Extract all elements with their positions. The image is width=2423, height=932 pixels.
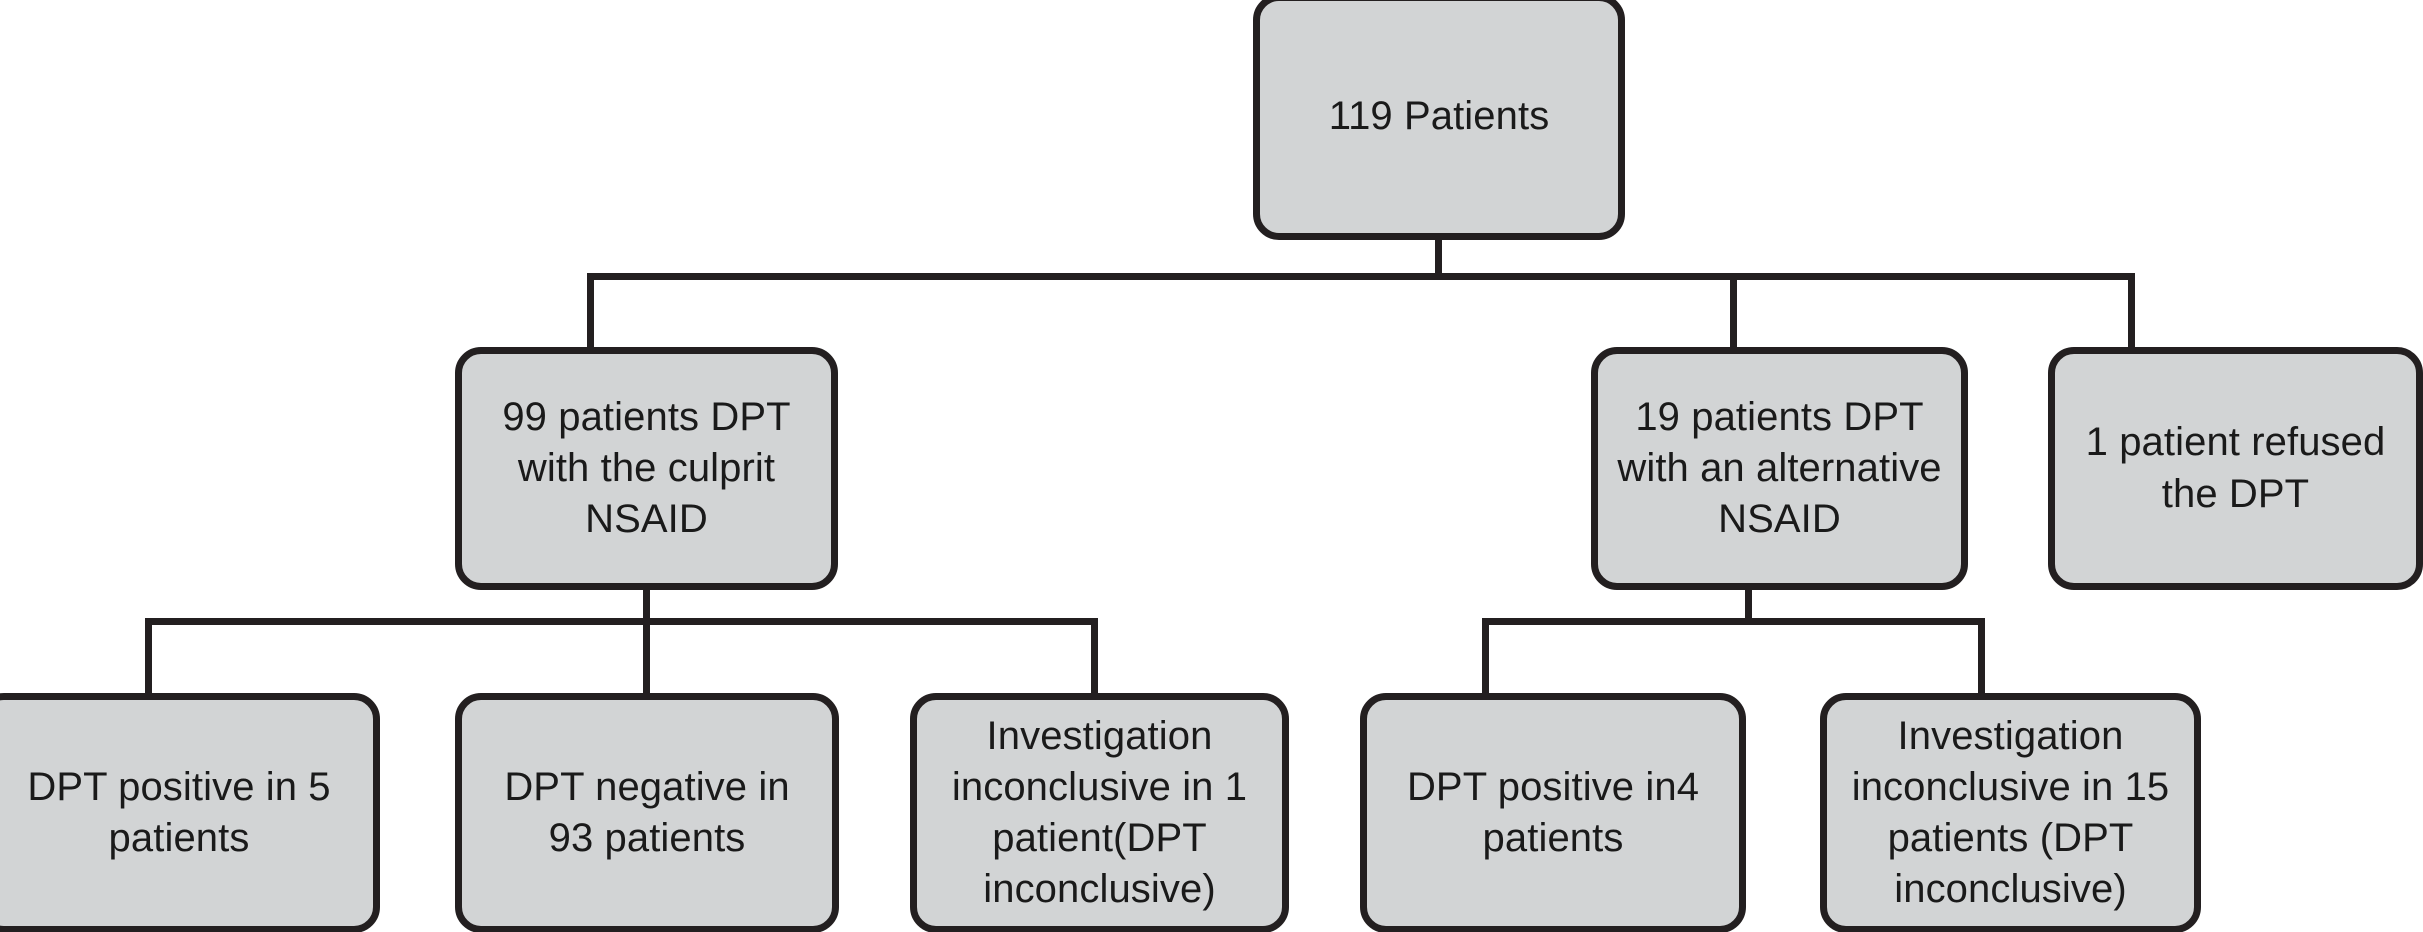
flowchart-node-dpt-negative-93-label: DPT negative in 93 patients	[504, 764, 790, 860]
flowchart-node-dpt-negative-93[interactable]: DPT negative in 93 patients	[455, 693, 839, 932]
connector-culprit-stem	[643, 585, 650, 625]
connector-alternative-stem	[1745, 585, 1752, 625]
flowchart-node-culprit-nsaid-label: 99 patients DPT with the culprit NSAID	[502, 394, 791, 542]
connector-level2-left-horizontal-bar	[145, 618, 1098, 625]
flowchart-node-alternative-nsaid[interactable]: 19 patients DPT with an alternative NSAI…	[1591, 347, 1968, 590]
flowchart-node-inconclusive-15[interactable]: Investigation inconclusive in 15 patient…	[1820, 693, 2201, 932]
flowchart-node-refused-dpt[interactable]: 1 patient refused the DPT	[2048, 347, 2423, 590]
flowchart-node-dpt-positive-4[interactable]: DPT positive in4 patients	[1360, 693, 1746, 932]
flowchart-node-inconclusive-1[interactable]: Investigation inconclusive in 1 patient(…	[910, 693, 1289, 932]
connector-drop-to-positive-5	[145, 618, 152, 698]
flowchart-node-dpt-positive-5-label: DPT positive in 5 patients	[27, 764, 331, 860]
connector-level2-right-horizontal-bar	[1482, 618, 1985, 625]
flowchart-node-root[interactable]: 119 Patients	[1253, 0, 1625, 240]
flowchart-node-dpt-positive-5[interactable]: DPT positive in 5 patients	[0, 693, 380, 932]
flowchart-node-inconclusive-1-label: Investigation inconclusive in 1 patient(…	[951, 713, 1248, 912]
connector-drop-to-alternative	[1730, 273, 1737, 351]
connector-drop-to-positive-4	[1482, 618, 1489, 698]
flowchart-node-culprit-nsaid[interactable]: 99 patients DPT with the culprit NSAID	[455, 347, 838, 590]
connector-root-stem	[1435, 238, 1442, 280]
flowchart-node-refused-dpt-label: 1 patient refused the DPT	[2085, 420, 2386, 516]
connector-drop-to-refused	[2128, 273, 2135, 351]
connector-drop-to-inconclusive-15	[1978, 618, 1985, 698]
flowchart-node-inconclusive-15-label: Investigation inconclusive in 15 patient…	[1851, 713, 2170, 912]
connector-drop-to-culprit	[587, 273, 594, 351]
connector-drop-to-negative-93	[643, 618, 650, 698]
flowchart-node-dpt-positive-4-label: DPT positive in4 patients	[1406, 764, 1700, 860]
connector-level1-horizontal-bar	[587, 273, 2135, 280]
connector-drop-to-inconclusive-1	[1091, 618, 1098, 698]
flowchart-node-root-label: 119 Patients	[1328, 94, 1550, 139]
flowchart-node-alternative-nsaid-label: 19 patients DPT with an alternative NSAI…	[1617, 394, 1942, 542]
